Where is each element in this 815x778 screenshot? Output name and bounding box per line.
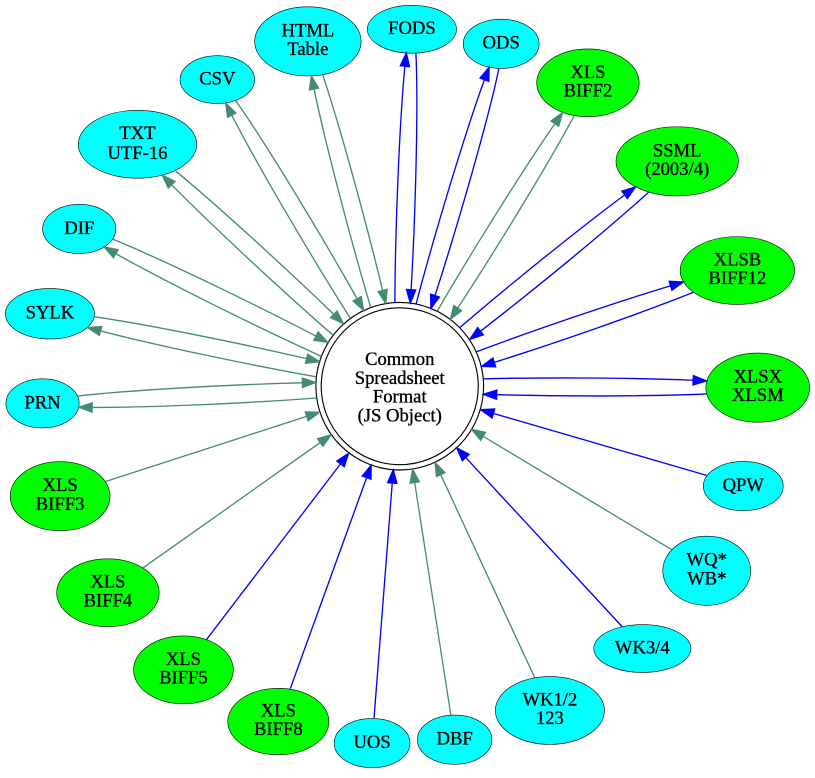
svg-text:CSV: CSV	[199, 69, 236, 90]
svg-text:XLSX: XLSX	[733, 367, 782, 388]
svg-text:BIFF5: BIFF5	[159, 667, 208, 688]
svg-text:DBF: DBF	[437, 729, 473, 750]
svg-text:BIFF8: BIFF8	[254, 719, 303, 740]
svg-text:(JS Object): (JS Object)	[358, 405, 442, 426]
svg-text:HTML: HTML	[282, 20, 335, 41]
svg-text:XLS: XLS	[90, 572, 125, 593]
svg-text:WK3/4: WK3/4	[615, 637, 671, 658]
svg-text:SSML: SSML	[653, 140, 702, 161]
svg-text:WB*: WB*	[687, 568, 726, 589]
svg-text:DIF: DIF	[64, 218, 94, 239]
svg-text:BIFF3: BIFF3	[36, 494, 85, 515]
svg-text:XLSM: XLSM	[732, 385, 784, 406]
svg-text:Table: Table	[287, 39, 328, 60]
svg-text:XLS: XLS	[43, 475, 78, 496]
svg-text:(2003/4): (2003/4)	[645, 159, 709, 180]
svg-text:123: 123	[536, 708, 564, 729]
svg-text:ODS: ODS	[483, 33, 520, 54]
svg-text:BIFF4: BIFF4	[84, 590, 133, 611]
svg-text:WK1/2: WK1/2	[522, 689, 577, 710]
svg-text:PRN: PRN	[24, 392, 61, 413]
svg-text:XLS: XLS	[166, 649, 201, 670]
svg-text:XLSB: XLSB	[714, 249, 762, 270]
svg-text:SYLK: SYLK	[26, 303, 75, 324]
svg-text:UTF-16: UTF-16	[107, 143, 167, 164]
svg-text:BIFF12: BIFF12	[708, 268, 766, 289]
svg-text:XLS: XLS	[261, 700, 296, 721]
svg-text:XLS: XLS	[570, 62, 605, 83]
svg-text:Format: Format	[373, 387, 428, 408]
svg-text:UOS: UOS	[353, 732, 390, 753]
svg-text:Common: Common	[365, 349, 435, 370]
svg-text:FODS: FODS	[388, 18, 436, 39]
svg-text:QPW: QPW	[723, 475, 765, 496]
svg-text:WQ*: WQ*	[687, 550, 727, 571]
svg-text:TXT: TXT	[119, 123, 156, 144]
svg-text:BIFF2: BIFF2	[564, 80, 613, 101]
svg-text:Spreadsheet: Spreadsheet	[355, 368, 446, 389]
